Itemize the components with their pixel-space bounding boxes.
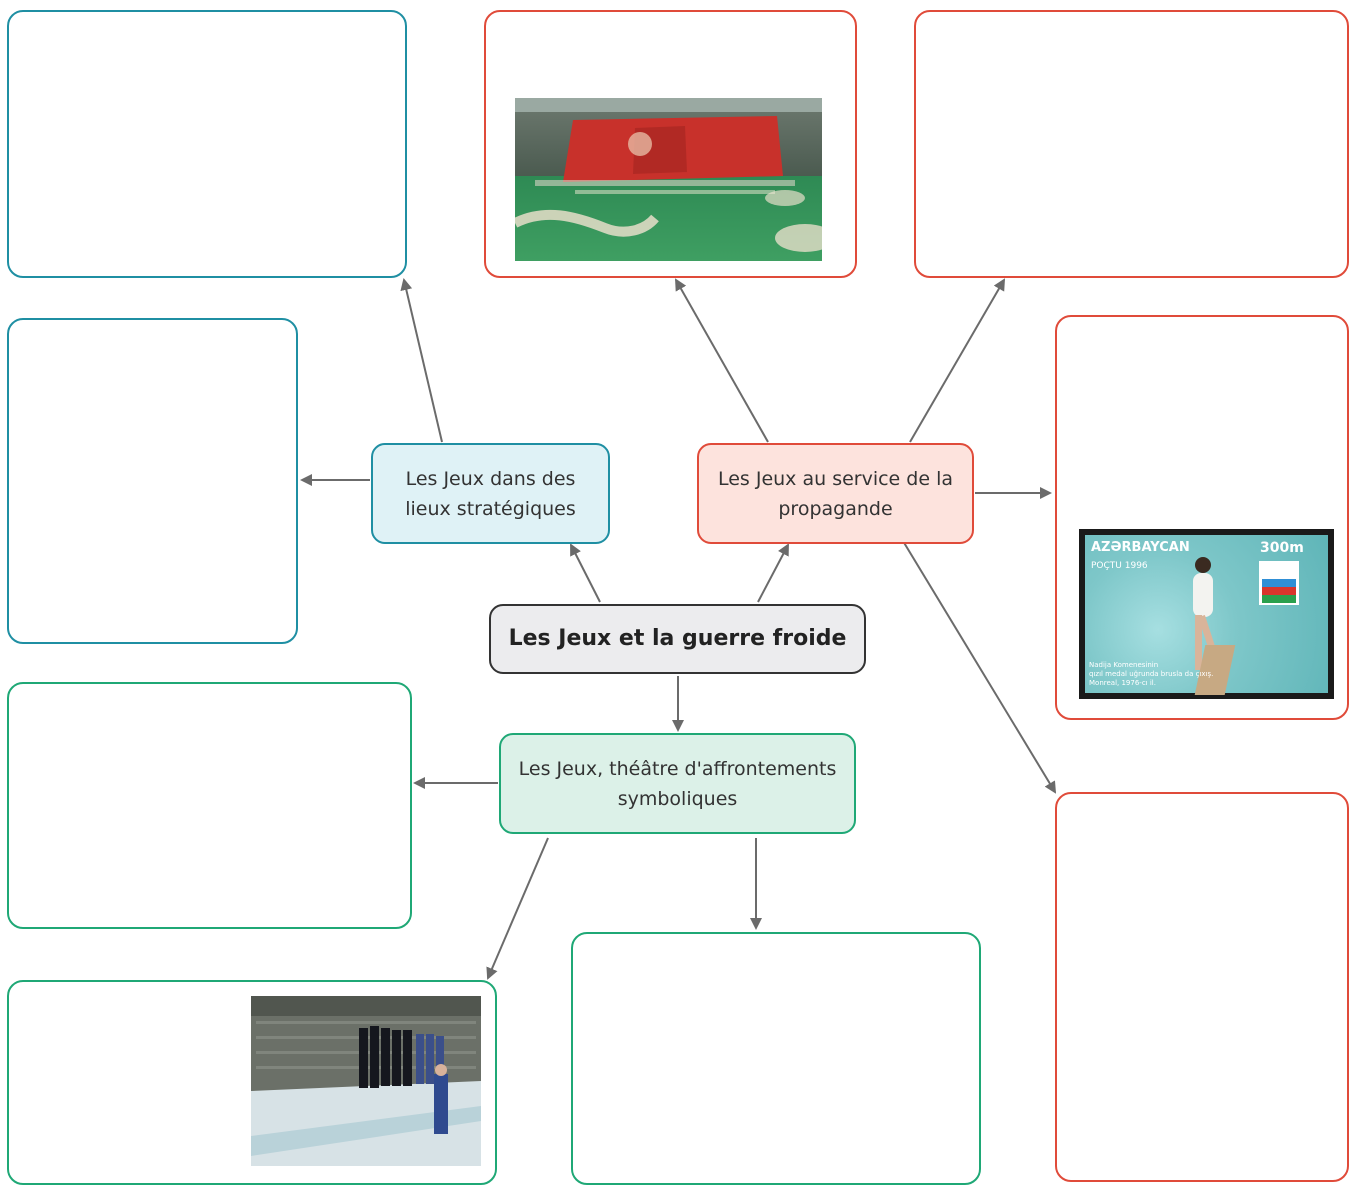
- stamp-caption-1: Nadija Komenesinin: [1089, 661, 1159, 669]
- arrow-center-to-propaganda: [757, 543, 789, 603]
- branch-propaganda: Les Jeux au service de la propagande: [697, 443, 974, 544]
- arrow-propaganda-to-top-right: [909, 278, 1006, 443]
- branch-propaganda-label: Les Jeux au service de la propagande: [717, 467, 954, 520]
- stamp-caption-3: Monreal, 1976-cı il.: [1089, 679, 1156, 687]
- stamp-flag-icon: [1259, 561, 1299, 605]
- gymnast-figure: [1185, 557, 1221, 677]
- box-top-right: [914, 10, 1349, 278]
- box-top-left: [7, 10, 407, 278]
- stamp-value: 300m: [1260, 540, 1304, 556]
- podium-photo: [251, 996, 481, 1166]
- arrow-strategic-to-top-left: [400, 278, 443, 443]
- box-mid-left: [7, 318, 298, 644]
- branch-symbolic: Les Jeux, théâtre d'affrontements symbol…: [499, 733, 856, 834]
- stadium-photo: [515, 98, 822, 261]
- arrow-propaganda-to-bottom-right: [902, 540, 1057, 794]
- box-bottom-mid: [571, 932, 981, 1185]
- stamp-country: AZƏRBAYCAN: [1091, 540, 1190, 555]
- arrow-propaganda-to-photo: [675, 278, 769, 443]
- box-bottom-right: [1055, 792, 1349, 1182]
- branch-strategic: Les Jeux dans des lieux stratégiques: [371, 443, 610, 544]
- stamp-caption-2: qızıl medal uğrunda brusla da çıxış.: [1089, 670, 1214, 678]
- olympic-stamp: AZƏRBAYCAN 300m POÇTU 1996 Nadija Komene…: [1079, 529, 1334, 699]
- branch-strategic-label: Les Jeux dans des lieux stratégiques: [405, 467, 576, 520]
- center-title: Les Jeux et la guerre froide: [508, 626, 847, 651]
- arrow-symbolic-to-podium: [486, 837, 549, 980]
- arrow-center-to-strategic: [570, 543, 601, 603]
- stamp-post: POÇTU 1996: [1091, 561, 1148, 571]
- branch-symbolic-label: Les Jeux, théâtre d'affrontements symbol…: [518, 757, 837, 810]
- center-node: Les Jeux et la guerre froide: [489, 604, 866, 674]
- box-left-green: [7, 682, 412, 929]
